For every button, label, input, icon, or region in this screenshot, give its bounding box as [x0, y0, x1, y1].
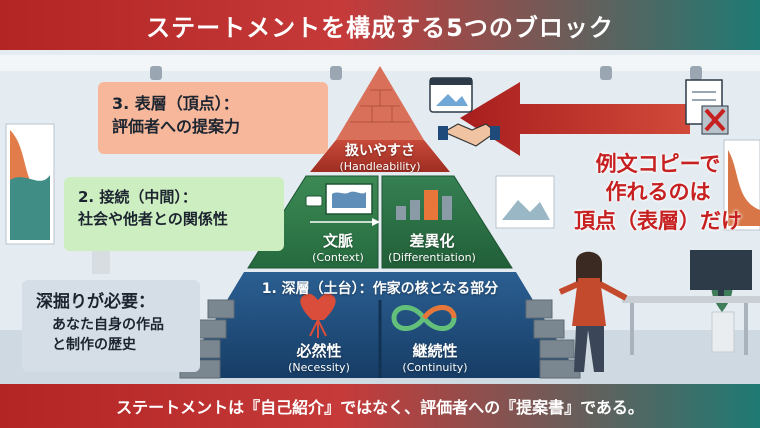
callout-line-2: 作れるのは: [605, 180, 711, 205]
page-title: ステートメントを構成する5つのブロック: [0, 0, 760, 50]
layer-middle-panel: 2. 接続（中間）： 社会や他者との関係性: [64, 177, 284, 251]
layer-base-header: 1. 深層（土台）：作家の核となる部分: [261, 281, 499, 297]
desk-with-monitor: [622, 250, 760, 355]
infinity-loop-icon: [391, 305, 457, 331]
block-continuity-en: (Continuity): [402, 361, 468, 374]
presenter-person: [558, 251, 628, 372]
block-necessity-en: (Necessity): [288, 361, 350, 374]
layer-base-panel-line-2: と制作の歴史: [52, 336, 136, 353]
layer-base-panel-line-1: あなた自身の作品: [52, 316, 164, 333]
block-differentiation-name: 差異化: [409, 232, 455, 250]
map-chart-icon: [305, 183, 380, 226]
layer-base-panel-title: 深掘りが必要：: [36, 292, 155, 312]
block-context-en: (Context): [312, 251, 364, 264]
block-differentiation-en: (Differentiation): [388, 251, 476, 264]
wall-painting-left: [5, 123, 55, 245]
block-differentiation-label: 差異化 (Differentiation): [384, 230, 480, 264]
document-trash-icon: [685, 79, 729, 135]
block-handleability-en: (Handleability): [339, 160, 421, 173]
block-handleability-label: 扱いやすさ (Handleability): [330, 140, 430, 173]
block-handleability: [310, 140, 450, 172]
layer-middle-label: 2. 接続（中間）：: [78, 188, 197, 206]
block-context-label: 文脈 (Context): [300, 230, 376, 264]
block-necessity-label: 必然性 (Necessity): [276, 340, 362, 374]
layer-base-panel: 深掘りが必要： あなた自身の作品 と制作の歴史: [22, 280, 200, 372]
block-continuity-name: 継続性: [412, 342, 458, 360]
ceiling-lights: [150, 66, 702, 80]
bar-chart-icon: [396, 190, 452, 220]
wall-frame-landscape: [495, 175, 555, 229]
callout-line-1: 例文コピーで: [595, 152, 721, 176]
footer-message: ステートメントは『自己紹介』ではなく、評価者への『提案書』である。: [0, 384, 760, 428]
block-context-name: 文脈: [322, 232, 353, 250]
browser-image-icon: [429, 77, 473, 113]
layer-top-desc: 評価者への提案力: [112, 117, 241, 137]
pyramid-tip: [336, 66, 424, 140]
layer-top-panel: 3. 表層（頂点）： 評価者への提案力: [98, 82, 328, 154]
block-handleability-name: 扱いやすさ: [345, 143, 415, 159]
arrow-to-tip: [460, 82, 690, 156]
wall-painting-right: [723, 139, 760, 231]
block-continuity-label: 継続性 (Continuity): [392, 340, 478, 374]
callout-line-3: 頂点（表層）だけ: [574, 208, 742, 233]
ceiling-track: [0, 55, 760, 71]
base-stones-right: [525, 299, 581, 379]
heart-roots-icon: [300, 293, 336, 338]
block-differentiation: [381, 175, 513, 269]
block-necessity-name: 必然性: [296, 342, 342, 360]
callout-text: 例文コピーで 作れるのは 頂点（表層）だけ: [563, 150, 753, 235]
layer-middle-desc: 社会や他者との関係性: [78, 209, 228, 228]
handshake-icon: [438, 123, 500, 147]
layer-top-label: 3. 表層（頂点）：: [112, 94, 239, 113]
